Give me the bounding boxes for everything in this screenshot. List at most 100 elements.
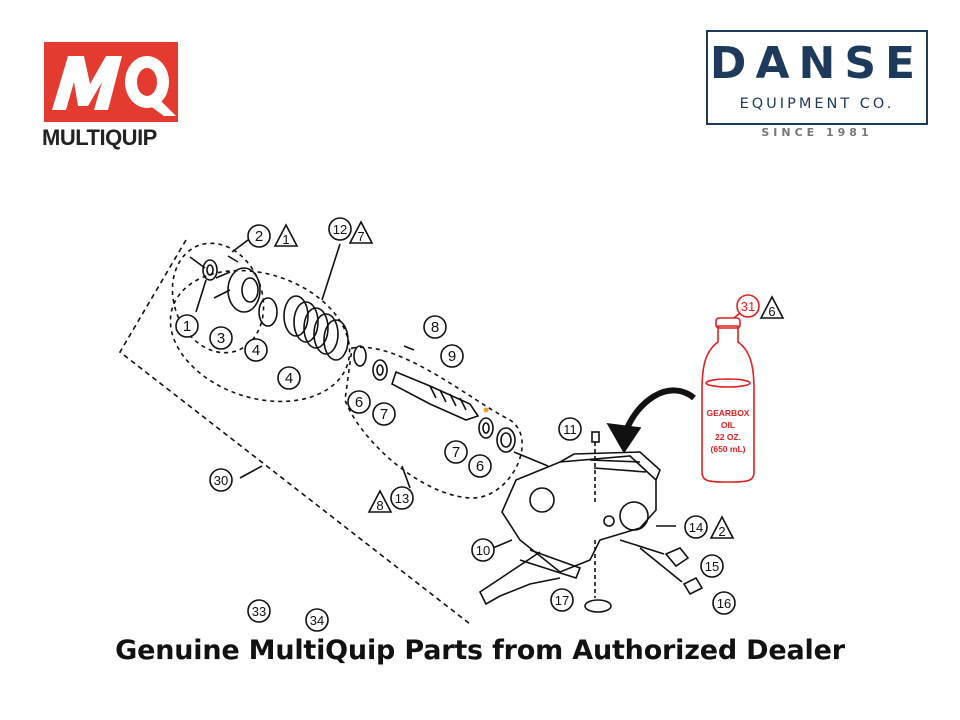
callout-circle bbox=[558, 417, 582, 441]
danse-logo: DANSE EQUIPMENT CO. SINCE 1981 bbox=[706, 30, 928, 142]
note-n6: 6 bbox=[759, 295, 785, 319]
callout-c3: 3 bbox=[209, 326, 233, 350]
note-triangle bbox=[759, 295, 785, 319]
callout-number: 30 bbox=[214, 473, 228, 488]
note-n7: 7 bbox=[348, 220, 374, 244]
callout-c34: 34 bbox=[305, 608, 329, 632]
callout-c15: 15 bbox=[700, 554, 724, 578]
callout-circle bbox=[328, 217, 352, 241]
callout-c7a: 7 bbox=[372, 402, 396, 426]
callout-c30: 30 bbox=[209, 468, 233, 492]
callout-number: 31 bbox=[741, 299, 755, 314]
bottle-label-line1: GEARBOX bbox=[707, 408, 750, 418]
note-triangle bbox=[273, 223, 299, 247]
bottle-label-line3: 22 OZ. bbox=[715, 432, 741, 442]
mq-logo-mark bbox=[52, 56, 176, 116]
callout-number: 1 bbox=[183, 318, 191, 335]
callout-number: 6 bbox=[355, 394, 363, 411]
o-ring bbox=[258, 297, 278, 327]
callout-circle bbox=[684, 515, 708, 539]
callout-c2: 2 bbox=[247, 224, 271, 248]
callout-circle bbox=[175, 314, 199, 338]
multiquip-wordmark: MULTIQUIP bbox=[42, 125, 157, 150]
callout-number: 7 bbox=[380, 406, 388, 423]
callout-circle bbox=[209, 468, 233, 492]
callout-circle bbox=[390, 486, 414, 510]
callout-circle bbox=[444, 440, 468, 464]
callout-number: 2 bbox=[255, 228, 263, 245]
callout-number: 33 bbox=[252, 604, 266, 619]
callout-circle bbox=[471, 538, 495, 562]
callout-number: 3 bbox=[217, 330, 225, 347]
callout-circle bbox=[209, 326, 233, 350]
callout-c14: 14 bbox=[684, 515, 708, 539]
callout-number: 11 bbox=[563, 422, 577, 437]
callout-circle bbox=[700, 554, 724, 578]
callout-circle bbox=[305, 608, 329, 632]
callout-number: 15 bbox=[705, 559, 719, 574]
callout-number: 17 bbox=[555, 593, 569, 608]
callout-c6b: 6 bbox=[468, 454, 492, 478]
callout-c8: 8 bbox=[423, 315, 447, 339]
callout-c4a: 4 bbox=[244, 338, 268, 362]
worm-shaft bbox=[391, 370, 480, 421]
note-number: 8 bbox=[376, 498, 383, 513]
bottle-label-line4: (650 mL) bbox=[711, 444, 746, 454]
callout-c7b: 7 bbox=[444, 440, 468, 464]
callout-c1: 1 bbox=[175, 314, 199, 338]
note-triangle bbox=[348, 220, 374, 244]
dealer-caption: Genuine MultiQuip Parts from Authorized … bbox=[115, 635, 845, 666]
note-number: 1 bbox=[282, 232, 289, 247]
danse-wordmark: DANSE bbox=[709, 38, 925, 89]
callout-c9: 9 bbox=[440, 344, 464, 368]
callout-circle bbox=[277, 366, 301, 390]
assembly-outline-13 bbox=[344, 346, 523, 499]
gearbox-oil-bottle: GEARBOX OIL 22 OZ. (650 mL) bbox=[701, 307, 755, 483]
callout-number: 7 bbox=[452, 444, 460, 461]
callout-circle bbox=[347, 390, 371, 414]
note-number: 2 bbox=[718, 524, 725, 539]
note-triangle bbox=[367, 489, 393, 513]
callout-c12: 12 bbox=[328, 217, 352, 241]
callout-number: 6 bbox=[476, 458, 484, 475]
callout-number: 4 bbox=[285, 370, 293, 387]
callout-circle bbox=[468, 454, 492, 478]
bottle-label-line2: OIL bbox=[721, 420, 735, 430]
danse-logo-frame: DANSE EQUIPMENT CO. bbox=[706, 30, 928, 125]
callout-number: 16 bbox=[717, 596, 731, 611]
danse-subtitle: EQUIPMENT CO. bbox=[739, 96, 895, 112]
mq-logo-badge bbox=[44, 42, 178, 122]
callout-number: 8 bbox=[431, 319, 439, 336]
bracket-handle bbox=[478, 551, 561, 606]
callout-circle bbox=[372, 402, 396, 426]
spring bbox=[283, 295, 349, 361]
assembly-outline-30 bbox=[118, 239, 471, 625]
callout-c10: 10 bbox=[471, 538, 495, 562]
multiquip-logo: MULTIQUIP bbox=[42, 42, 182, 152]
callout-number: 4 bbox=[252, 342, 260, 359]
callout-number: 34 bbox=[310, 613, 324, 628]
callout-number: 12 bbox=[333, 222, 347, 237]
bearing-cap bbox=[227, 267, 261, 313]
callout-number: 9 bbox=[448, 348, 456, 365]
callout-c17: 17 bbox=[550, 588, 574, 612]
note-number: 6 bbox=[768, 304, 775, 319]
note-n8: 8 bbox=[367, 489, 393, 513]
callout-number: 14 bbox=[689, 520, 703, 535]
fill-arrow bbox=[621, 387, 696, 438]
callout-circle bbox=[550, 588, 574, 612]
callout-number: 10 bbox=[476, 543, 490, 558]
callout-circle bbox=[440, 344, 464, 368]
callout-c6a: 6 bbox=[347, 390, 371, 414]
callout-circle bbox=[247, 224, 271, 248]
gearbox-housing bbox=[501, 455, 657, 573]
callout-c13: 13 bbox=[390, 486, 414, 510]
note-triangle bbox=[709, 515, 735, 539]
callout-circle bbox=[247, 599, 271, 623]
callout-circle bbox=[736, 294, 760, 318]
callout-circle bbox=[712, 591, 736, 615]
